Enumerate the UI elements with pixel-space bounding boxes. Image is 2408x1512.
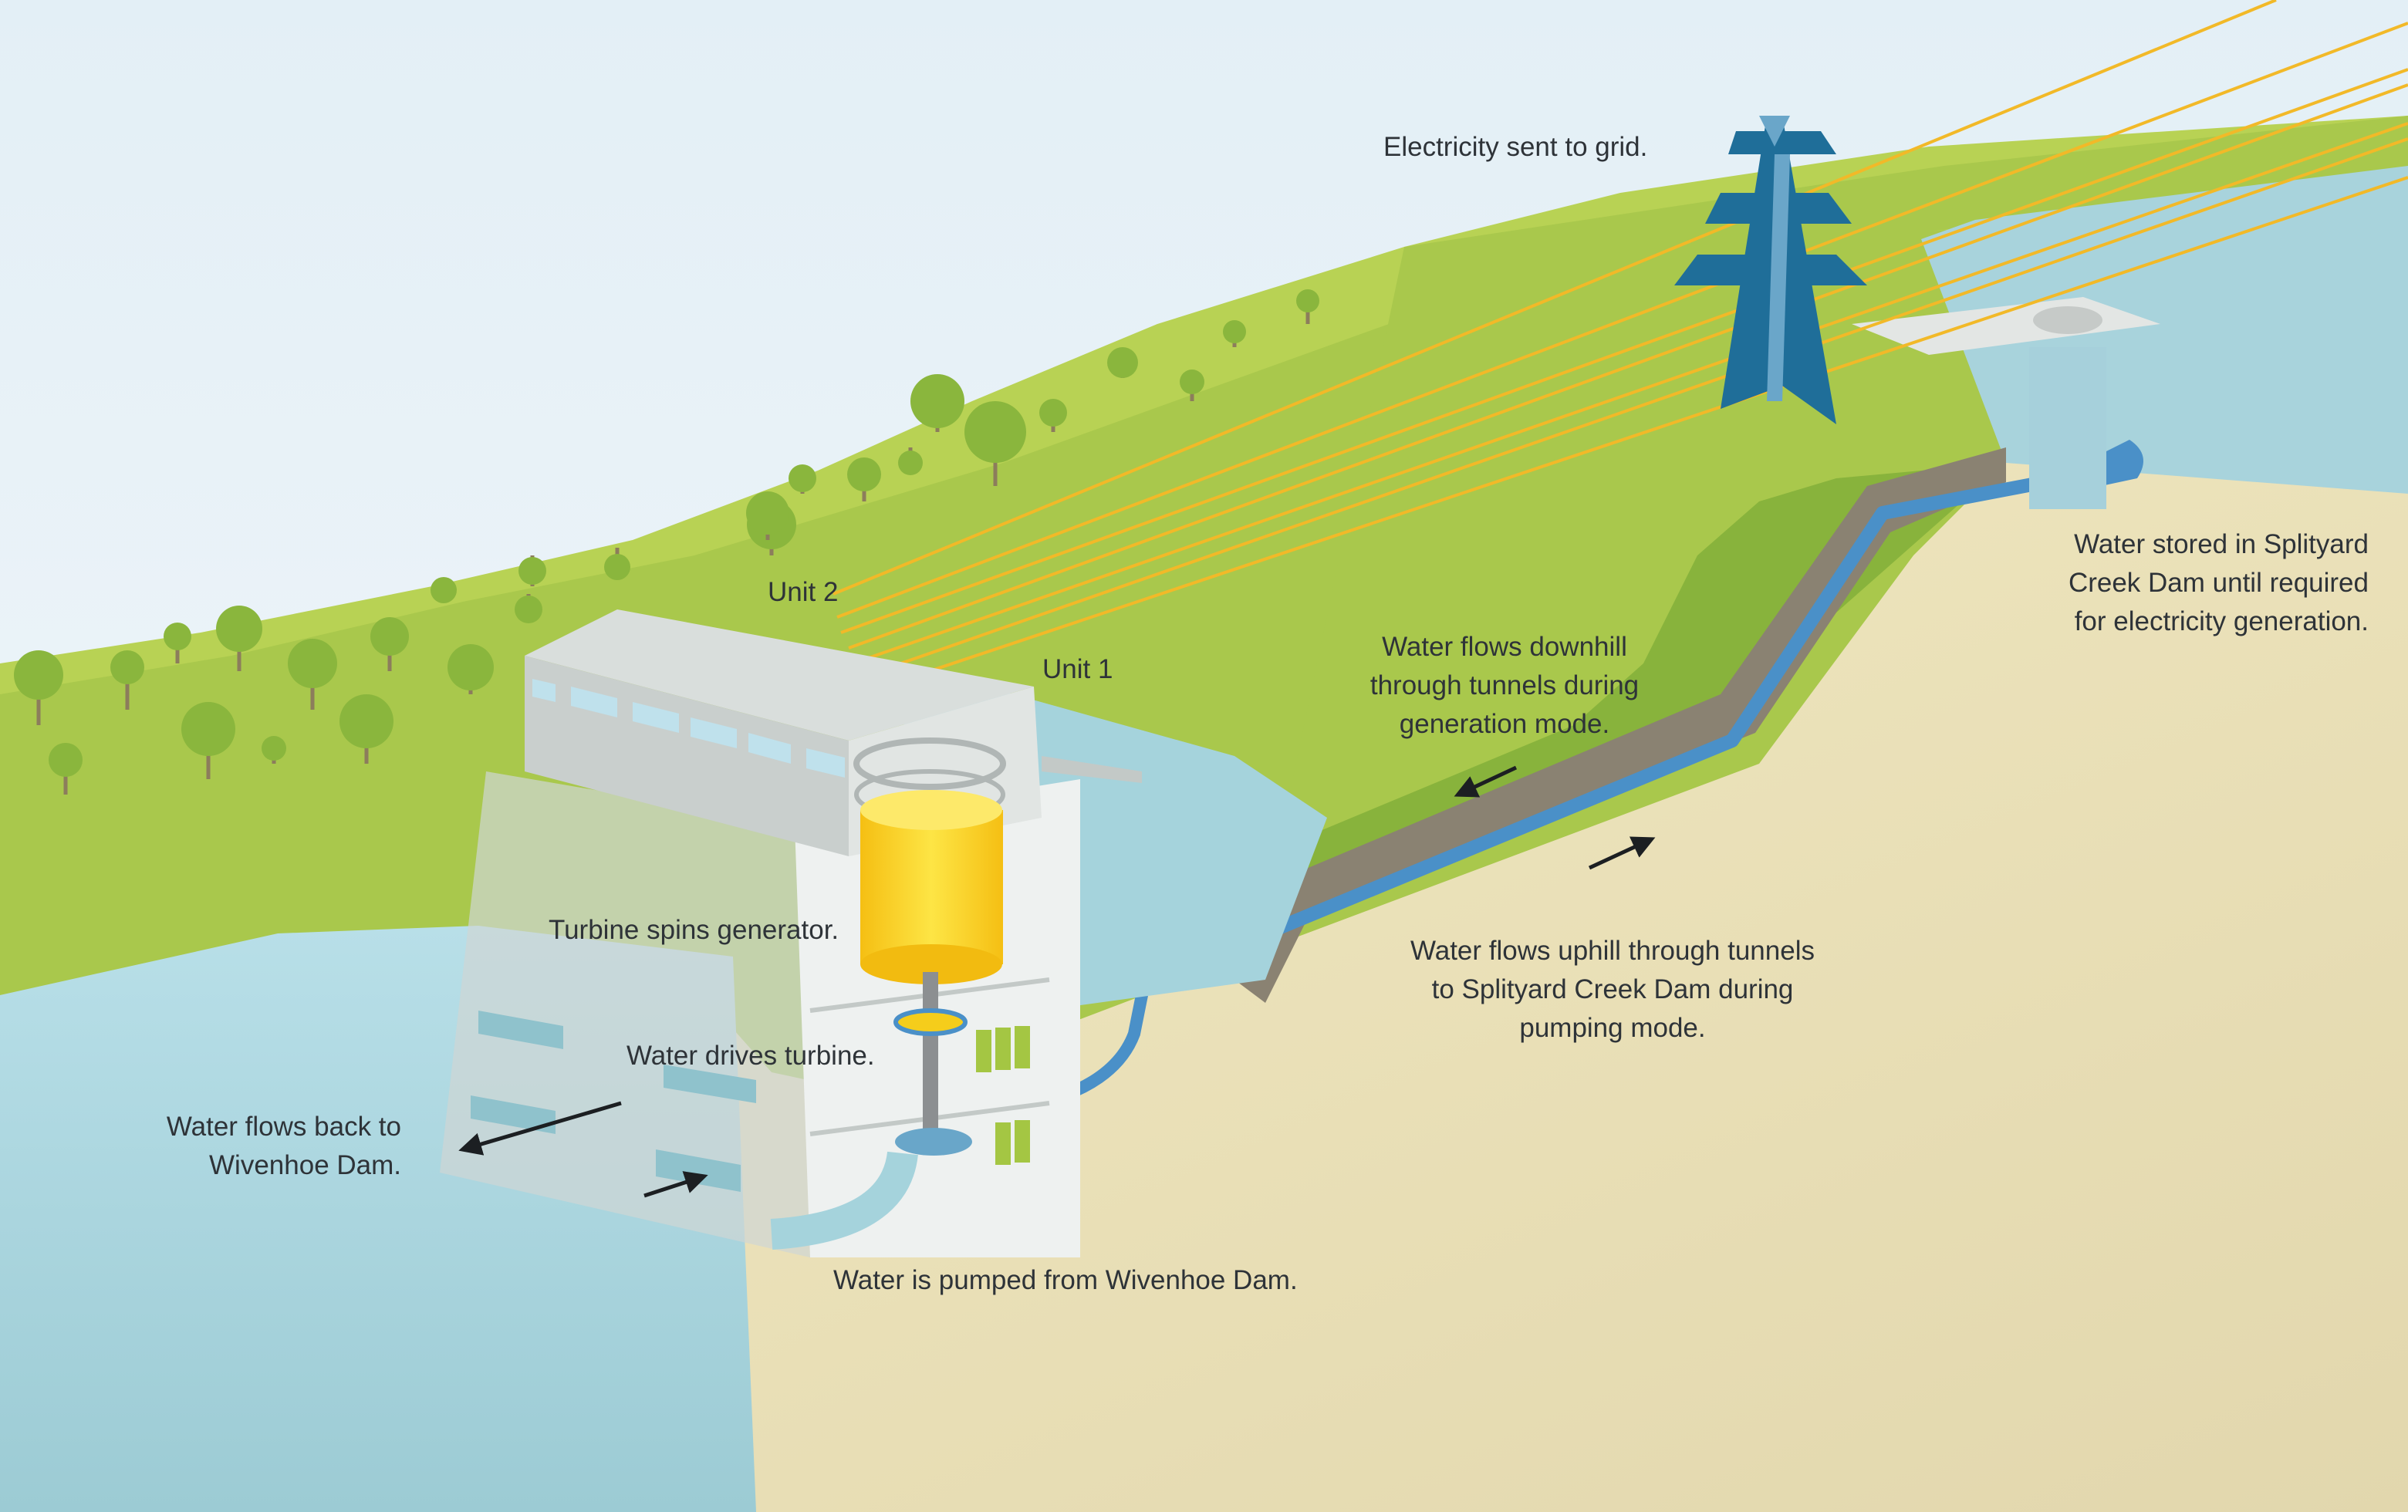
draft-tube (770, 1151, 918, 1250)
power-lines (832, 0, 2408, 696)
label-downhill-line-3: generation mode. (1399, 709, 1610, 739)
generator-bottom (860, 944, 1002, 984)
label-uphill-line-1: Water flows uphill through tunnels (1410, 936, 1815, 966)
intake-top (2033, 306, 2102, 334)
power-station (440, 609, 1142, 1257)
tree (288, 639, 337, 710)
intake-tower (2029, 347, 2106, 509)
tree (164, 623, 191, 663)
tree (515, 594, 542, 623)
label-turbine-spins: Turbine spins generator. (549, 915, 839, 945)
label-pumped-from-wivenhoe: Water is pumped from Wivenhoe Dam. (833, 1265, 1298, 1295)
tree (910, 374, 964, 432)
tree (110, 650, 144, 710)
label-unit-1: Unit 1 (1042, 654, 1113, 684)
tree (262, 736, 286, 764)
station-windows (532, 679, 845, 778)
tree (789, 464, 816, 494)
tree (898, 447, 923, 475)
arrow-pump-intake (643, 1171, 708, 1198)
wall-vents (471, 1011, 756, 1192)
pump-disc (895, 1128, 972, 1156)
label-upper-storage: Water stored in Splityard Creek Dam unti… (2021, 525, 2369, 641)
tree (604, 548, 630, 580)
label-downhill-flow: Water flows downhill through tunnels dur… (1342, 628, 1667, 744)
tree (1107, 347, 1138, 378)
tree (370, 617, 409, 671)
tree (181, 702, 235, 779)
arrow-uphill (1588, 836, 1656, 870)
label-uphill-line-2: to Splityard Creek Dam during (1431, 974, 1794, 1004)
valve-cylinders (976, 1026, 1030, 1165)
trees (14, 289, 1319, 795)
turbine-shaft (923, 972, 938, 1149)
transmission-pylon (1674, 116, 1867, 424)
station-wall-left (440, 771, 810, 1257)
label-uphill-line-3: pumping mode. (1519, 1013, 1706, 1043)
generator (860, 810, 1003, 964)
tree (847, 457, 881, 501)
tree (1223, 320, 1246, 347)
generator-top (860, 790, 1002, 830)
label-flows-back-line-1: Water flows back to (166, 1112, 401, 1142)
label-stored-line-2: Creek Dam until required (2068, 568, 2369, 598)
label-uphill-flow: Water flows uphill through tunnels to Sp… (1389, 932, 1836, 1048)
tree (964, 401, 1026, 486)
label-unit-2: Unit 2 (768, 577, 839, 607)
label-electricity-grid: Electricity sent to grid. (1383, 132, 1648, 162)
station-roof-shed (525, 609, 1034, 741)
tree (518, 555, 546, 586)
label-downhill-line-2: through tunnels during (1369, 670, 1640, 700)
turbine-disc (893, 1008, 968, 1036)
tree (431, 577, 457, 603)
label-water-drives-turbine: Water drives turbine. (626, 1041, 875, 1071)
label-flows-back-line-2: Wivenhoe Dam. (209, 1150, 401, 1180)
tree (1039, 399, 1067, 432)
tree (14, 650, 63, 725)
tree (216, 606, 262, 671)
tree (746, 491, 789, 540)
label-stored-line-1: Water stored in Splityard (2074, 529, 2369, 559)
tree (49, 743, 83, 795)
label-downhill-line-1: Water flows downhill (1382, 632, 1627, 662)
flow-arrows (458, 765, 1656, 1198)
tree (1180, 370, 1204, 401)
tree (1296, 289, 1319, 324)
arrow-back-to-wivenhoe (458, 1101, 622, 1156)
label-flows-back: Water flows back to Wivenhoe Dam. (123, 1108, 401, 1185)
station-deck (1042, 756, 1142, 783)
label-stored-line-3: for electricity generation. (2074, 606, 2369, 636)
crane-ring (853, 737, 1006, 790)
tree (447, 644, 494, 694)
arrow-downhill (1454, 765, 1518, 798)
tree (339, 694, 393, 764)
